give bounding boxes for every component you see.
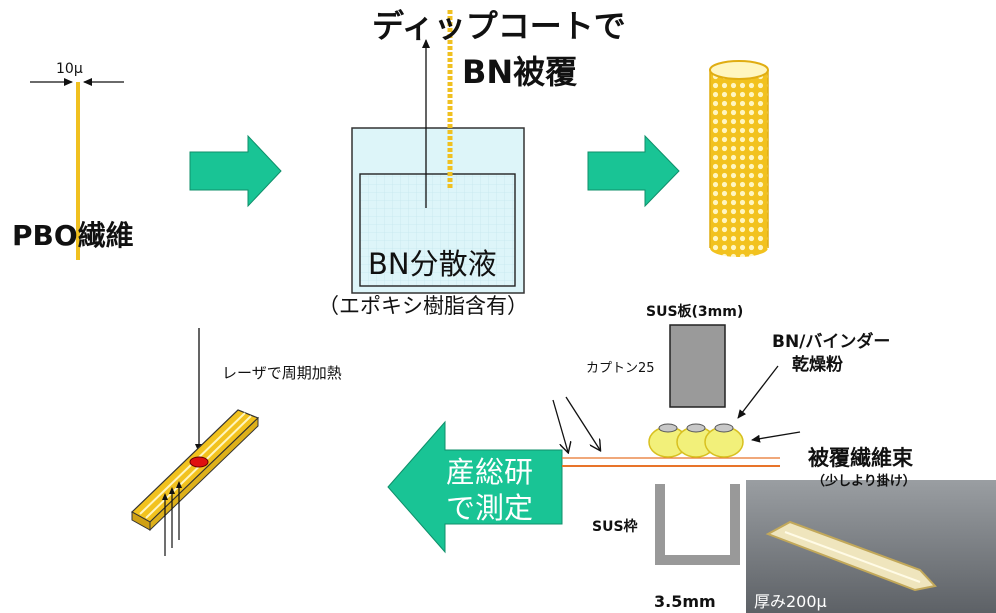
- frame-width-label: 3.5mm: [654, 592, 716, 611]
- width-label: 10μ: [56, 61, 83, 77]
- bn-binder-line1: BN/バインダー: [772, 332, 891, 352]
- bn-dispersion-label: BN分散液: [368, 247, 497, 281]
- aist-line1: 産総研: [446, 455, 534, 489]
- thickness-label: 厚み200μ: [754, 592, 827, 611]
- laser-heating-label: レーザで周期加熱: [222, 364, 342, 382]
- right-arrow-icon: [587, 134, 680, 208]
- beaker-icon: [351, 10, 525, 294]
- left-arrow-icon: [387, 420, 563, 554]
- aist-line2: で測定: [446, 491, 534, 525]
- bn-binder-line2: 乾燥粉: [792, 355, 843, 375]
- pbo-fiber-label: PBO繊維: [12, 219, 134, 252]
- pbo-fiber: [30, 78, 124, 260]
- sample-photo: [746, 480, 996, 613]
- dip-title-line2: BN被覆: [462, 53, 578, 91]
- epoxy-note: （エポキシ樹脂含有）: [318, 294, 528, 318]
- coated-bundle-label: 被覆繊維束: [808, 446, 913, 470]
- kapton-label: カプトン25: [586, 361, 655, 376]
- dip-title-line1: ディップコートで: [372, 7, 626, 45]
- twisted-note: （少しより掛け）: [812, 474, 916, 489]
- laser-sample: [130, 328, 260, 556]
- right-arrow-icon: [189, 134, 282, 208]
- sus-plate-label: SUS板(3mm): [646, 304, 744, 320]
- sus-frame-label: SUS枠: [592, 519, 638, 535]
- press-icon: [552, 324, 801, 565]
- fiber-bundle-icon: [709, 60, 769, 257]
